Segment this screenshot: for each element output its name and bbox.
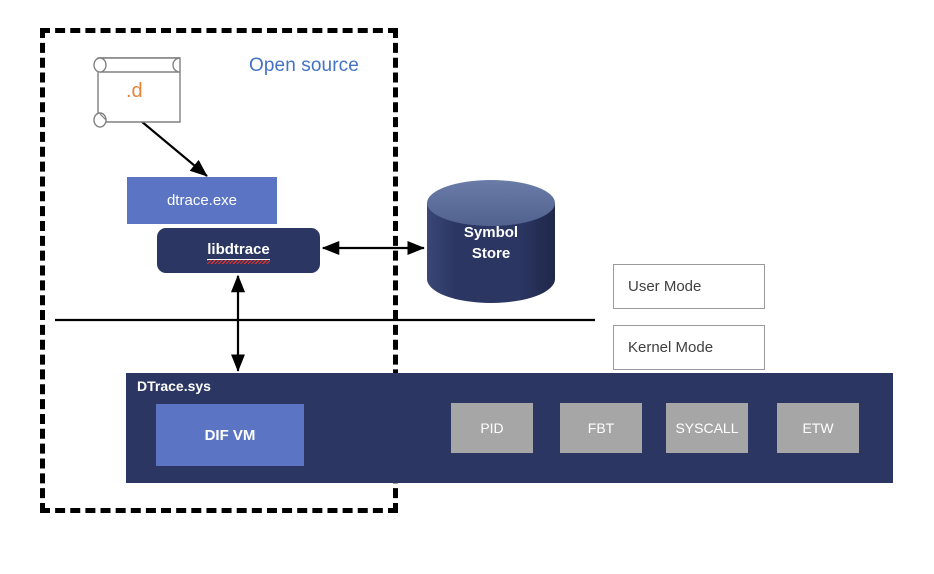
dtrace-sys-label: DTrace.sys xyxy=(137,378,211,394)
arrow-script-to-dtrace-exe xyxy=(140,120,208,177)
dtrace-exe-box[interactable]: dtrace.exe xyxy=(127,177,277,224)
open-source-label: Open source xyxy=(249,55,359,76)
symbol-store-cylinder xyxy=(427,180,555,303)
libdtrace-label: libdtrace xyxy=(207,241,270,264)
script-file-icon xyxy=(93,57,181,128)
script-file-label: .d xyxy=(126,80,143,102)
dif-vm-box[interactable]: DIF VM xyxy=(156,404,304,466)
libdtrace-box[interactable]: libdtrace xyxy=(157,228,320,273)
provider-pid[interactable]: PID xyxy=(451,403,533,453)
user-mode-legend-box: User Mode xyxy=(613,264,765,309)
provider-fbt[interactable]: FBT xyxy=(560,403,642,453)
open-source-boundary xyxy=(40,28,398,513)
provider-syscall[interactable]: SYSCALL xyxy=(666,403,748,453)
kernel-mode-legend-box: Kernel Mode xyxy=(613,325,765,370)
provider-etw[interactable]: ETW xyxy=(777,403,859,453)
